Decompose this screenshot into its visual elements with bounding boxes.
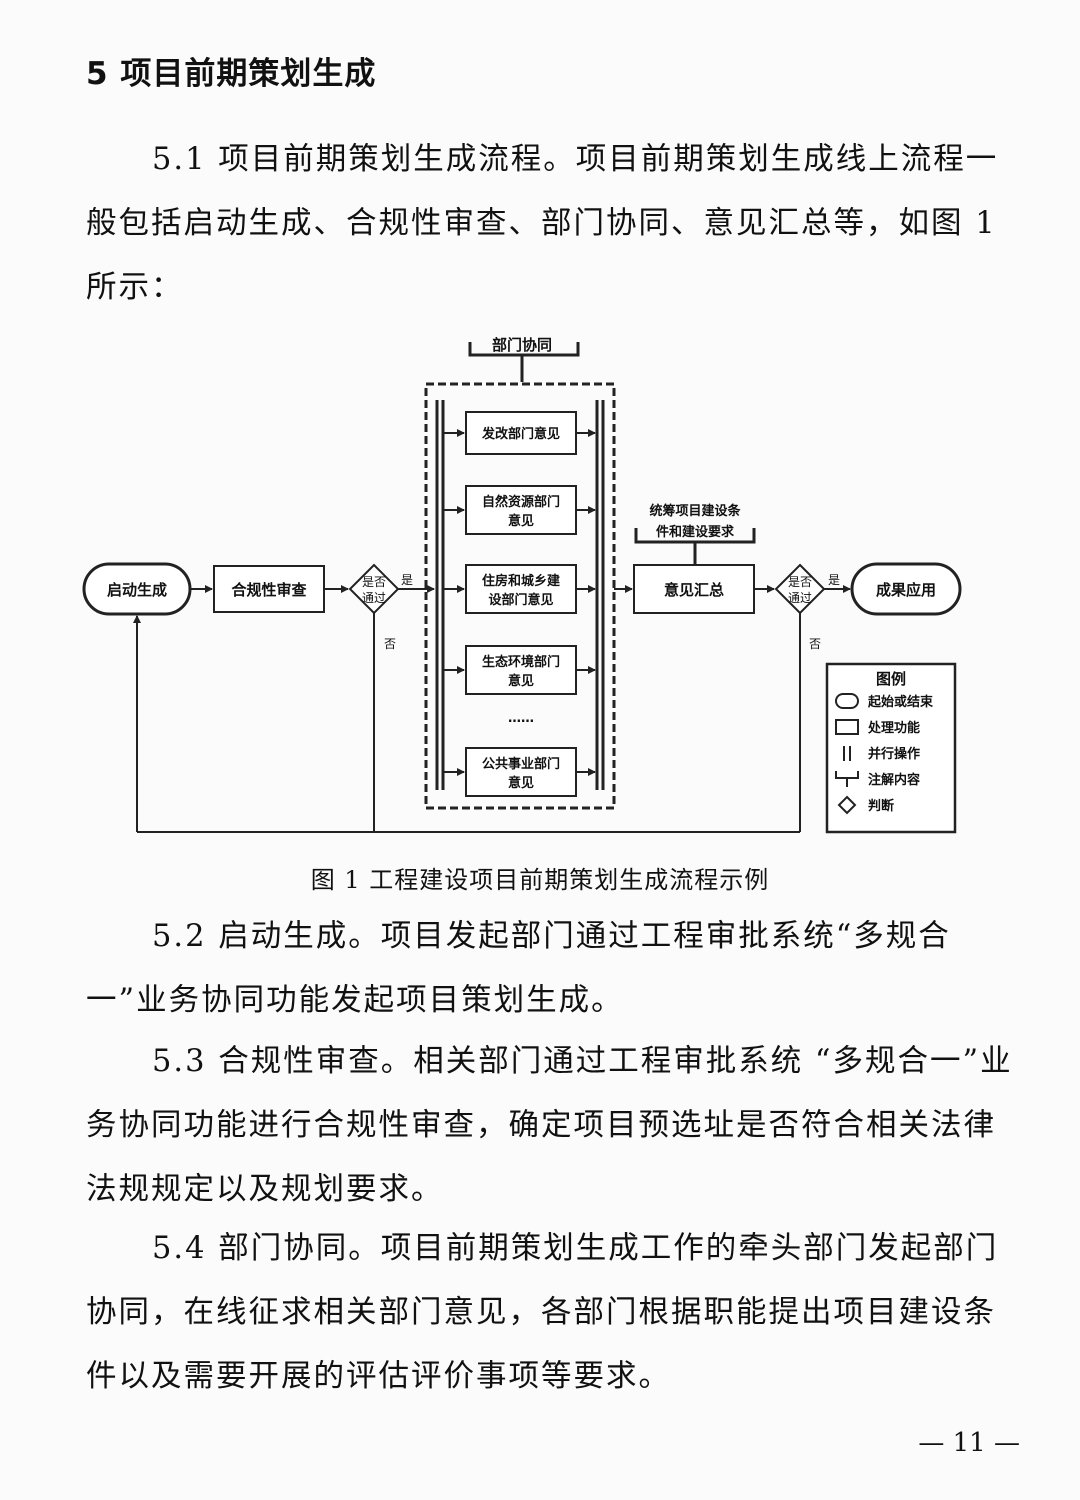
svg-text:生态环境部门: 生态环境部门: [482, 654, 560, 670]
legend: 图例 起始或结束 处理功能 并行操作 注解内容 判断: [825, 662, 957, 834]
dept-node-public-utility: 公共事业部门 意见: [443, 747, 596, 797]
compliance-review-node: 合规性审查: [213, 565, 325, 613]
svg-text:通过: 通过: [788, 591, 812, 605]
no-label-1: 否: [384, 637, 396, 651]
svg-text:自然资源部门: 自然资源部门: [482, 494, 560, 510]
dept-node-ecology: 生态环境部门 意见: [443, 645, 596, 695]
legend-annotation-icon: [835, 771, 859, 787]
svg-text:设部门意见: 设部门意见: [488, 592, 553, 608]
legend-item-parallel: 并行操作: [868, 746, 920, 762]
page-number: — 11 —: [918, 1428, 1020, 1458]
svg-text:启动生成: 启动生成: [107, 581, 167, 599]
paragraph-5-1-text: 5.1 项目前期策划生成流程。项目前期策划生成线上流程一般包括启动生成、合规性审…: [86, 142, 999, 305]
section-heading: 5 项目前期策划生成: [86, 56, 377, 92]
paragraph-5-2-text: 5.2 启动生成。项目发起部门通过工程审批系统“多规合一”业务协同功能发起项目策…: [86, 919, 951, 1018]
svg-text:意见汇总: 意见汇总: [664, 581, 724, 599]
department-group-box: [424, 382, 616, 810]
dept-node-natural-resources: 自然资源部门 意见: [443, 485, 596, 535]
dept-ellipsis: ……: [508, 711, 534, 726]
svg-text:公共事业部门: 公共事业部门: [482, 756, 560, 772]
legend-item-decision: 判断: [868, 798, 894, 814]
legend-parallel-icon: [843, 746, 851, 761]
svg-text:发改部门意见: 发改部门意见: [481, 426, 560, 442]
svg-text:意见: 意见: [508, 775, 534, 791]
svg-text:通过: 通过: [362, 591, 386, 605]
dept-node-housing: 住房和城乡建 设部门意见: [443, 564, 596, 614]
figure-caption: 图 1 工程建设项目前期策划生成流程示例: [310, 866, 770, 894]
legend-title: 图例: [876, 670, 906, 688]
decision-node-1: 是否 通过: [348, 563, 400, 615]
group-annotation: 部门协同: [468, 336, 580, 382]
paragraph-5-1: 5.1 项目前期策划生成流程。项目前期策划生成线上流程一般包括启动生成、合规性审…: [86, 128, 1026, 320]
svg-text:意见: 意见: [508, 673, 534, 689]
legend-decision-icon: [837, 795, 857, 815]
paragraph-5-4-text: 5.4 部门协同。项目前期策划生成工作的牵头部门发起部门协同，在线征求相关部门意…: [86, 1231, 999, 1394]
summary-node: 意见汇总: [633, 564, 755, 614]
flowchart: 部门协同 启动生成 合规性审查 是否 通过 是: [82, 336, 962, 834]
svg-text:件和建设要求: 件和建设要求: [656, 524, 735, 540]
parallel-bars: [435, 400, 605, 790]
paragraph-5-3: 5.3 合规性审查。相关部门通过工程审批系统 “多规合一”业务协同功能进行合规性…: [86, 1030, 1026, 1222]
feedback-loop: [133, 615, 800, 833]
start-node: 启动生成: [82, 562, 192, 616]
svg-text:是否: 是否: [362, 575, 386, 589]
svg-text:是否: 是否: [788, 575, 812, 589]
group-label: 部门协同: [492, 336, 552, 354]
legend-item-annotation: 注解内容: [868, 772, 920, 788]
legend-process-icon: [835, 719, 859, 735]
svg-text:统筹项目建设条: 统筹项目建设条: [649, 503, 741, 519]
legend-terminal-icon: [835, 693, 859, 709]
paragraph-5-4: 5.4 部门协同。项目前期策划生成工作的牵头部门发起部门协同，在线征求相关部门意…: [86, 1217, 1026, 1409]
no-label-2: 否: [809, 637, 821, 651]
svg-text:合规性审查: 合规性审查: [230, 581, 307, 599]
decision-node-2: 是否 通过: [774, 563, 826, 615]
legend-item-terminal: 起始或结束: [867, 694, 934, 710]
svg-text:成果应用: 成果应用: [876, 581, 936, 599]
svg-text:住房和城乡建: 住房和城乡建: [482, 573, 560, 589]
legend-item-process: 处理功能: [867, 720, 920, 736]
paragraph-5-2: 5.2 启动生成。项目发起部门通过工程审批系统“多规合一”业务协同功能发起项目策…: [86, 905, 1026, 1033]
result-node: 成果应用: [850, 562, 962, 616]
dept-node-fagai: 发改部门意见: [443, 411, 596, 455]
paragraph-5-3-text: 5.3 合规性审查。相关部门通过工程审批系统 “多规合一”业务协同功能进行合规性…: [86, 1044, 1013, 1207]
summary-annotation: 统筹项目建设条 件和建设要求: [634, 503, 756, 565]
svg-text:意见: 意见: [508, 513, 534, 529]
yes-label-1: 是: [401, 573, 413, 587]
yes-label-2: 是: [828, 573, 840, 587]
